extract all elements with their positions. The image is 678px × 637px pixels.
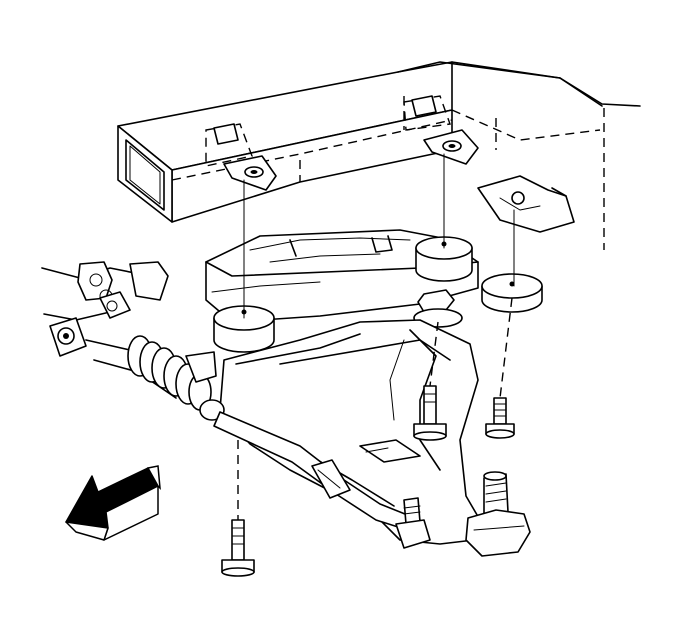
nut-retainer-right: [403, 95, 479, 165]
alignment-lines: [237, 153, 515, 520]
mounting-bolt-left: [221, 519, 255, 577]
ball-joint: [465, 471, 531, 557]
mounting-bolt-right: [485, 397, 515, 439]
bushing-center: [415, 236, 473, 282]
mounting-bolt-center: [413, 385, 447, 441]
steering-gear-boot: [41, 261, 225, 421]
bracket-right: [477, 175, 575, 233]
bellows: [127, 335, 212, 411]
nut-retainer-left: [205, 123, 277, 191]
direction-arrow: [65, 465, 161, 541]
bushing-right: [481, 273, 543, 313]
tie-rod: [213, 411, 431, 549]
